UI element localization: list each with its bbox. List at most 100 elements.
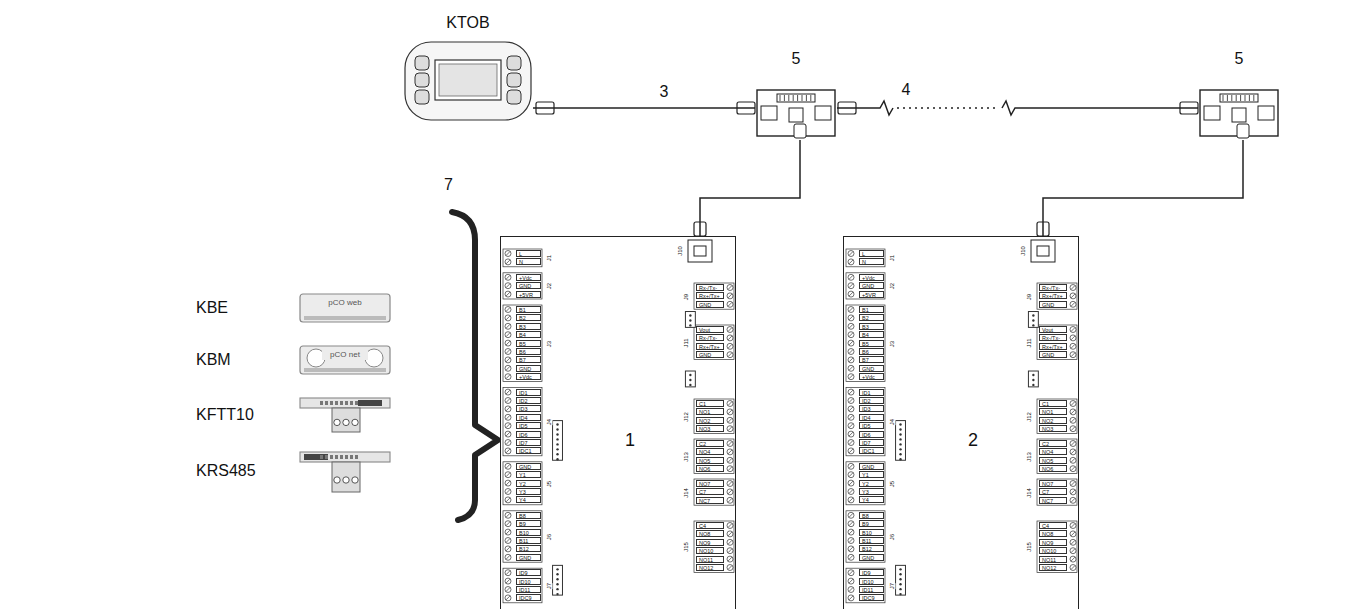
terminal-label: NO5 [1039, 457, 1067, 464]
terminal-label: IDC1 [859, 447, 884, 454]
terminal-label: NO3 [696, 425, 724, 432]
connector-name: J11 [1026, 338, 1033, 347]
connector-name: J10 [1020, 246, 1027, 256]
cable-plugs [536, 102, 1198, 236]
terminal-label: C1 [1039, 400, 1067, 407]
cable [837, 101, 1198, 115]
terminal-label: C1 [696, 400, 724, 407]
terminal-label: ID6 [859, 431, 884, 438]
terminal-label: L [516, 250, 541, 257]
connector-name: J5 [889, 481, 896, 487]
terminal-label: B4 [859, 331, 884, 338]
terminal-label: ID7 [859, 439, 884, 446]
terminal-label: GND [516, 282, 541, 289]
terminal-label: Rx+/Tx+ [1039, 292, 1067, 299]
terminal-label: Y4 [859, 496, 884, 503]
terminal-label: N [859, 258, 884, 265]
terminal-label: NO8 [1039, 530, 1067, 537]
terminal-label: GND [516, 463, 541, 470]
terminal-label: Rx-/Tx- [696, 284, 724, 291]
terminal-label: GND [696, 351, 724, 358]
connector-name: J9 [683, 293, 690, 299]
terminal-label: B11 [516, 537, 541, 544]
terminal-label: Rx+/Tx+ [696, 292, 724, 299]
terminal-label: NO7 [696, 480, 724, 487]
terminal-label: Y1 [516, 471, 541, 478]
terminal-label: B8 [516, 512, 541, 519]
connector-name: J2 [546, 283, 553, 289]
terminal-label: B5 [859, 340, 884, 347]
expansion-card: KBEpCO web [192, 288, 394, 328]
terminal-label: Vout [696, 326, 724, 333]
part-name: KTOB [403, 14, 533, 32]
terminal-label: NO8 [696, 530, 724, 537]
card-bracket [452, 212, 498, 520]
terminal-label: Rx+/Tx+ [696, 343, 724, 350]
connector-name: J6 [546, 534, 553, 540]
terminal-label: B7 [859, 356, 884, 363]
terminal-label: ID5 [859, 422, 884, 429]
connector-name: J9 [1026, 293, 1033, 299]
part-name: KBM [196, 351, 231, 369]
terminal-label: Y3 [859, 488, 884, 495]
terminal-label: B1 [859, 306, 884, 313]
terminal-label: GND [1039, 351, 1067, 358]
terminal-label: ID1 [859, 389, 884, 396]
connector-name: J14 [1026, 488, 1033, 498]
cable [700, 140, 800, 236]
terminal-label: NO4 [696, 448, 724, 455]
terminal-label: B10 [516, 529, 541, 536]
terminal-label: Rx-/Tx- [696, 334, 724, 341]
terminal-label: NO10 [696, 547, 724, 554]
terminal-label: NO3 [1039, 425, 1067, 432]
connector-name: J11 [683, 338, 690, 347]
part-name: KFTT10 [196, 406, 254, 424]
terminal-label: ID6 [516, 431, 541, 438]
terminal-label: GND [516, 554, 541, 561]
terminal-label: GND [859, 463, 884, 470]
terminal-label: C4 [696, 522, 724, 529]
connector-name: J2 [889, 283, 896, 289]
callout-number: 7 [444, 176, 453, 194]
terminal-label: NO11 [696, 556, 724, 563]
terminal-label: B10 [859, 529, 884, 536]
connector-name: J7 [889, 583, 896, 589]
terminal-label: ID10 [516, 578, 541, 585]
connector-name: J1 [889, 255, 896, 261]
terminal-label: NO9 [1039, 539, 1067, 546]
terminal-screws [503, 249, 1077, 603]
terminal-label: GND [516, 365, 541, 372]
terminal-label: Rx+/Tx+ [1039, 343, 1067, 350]
connector-name: J10 [677, 246, 684, 256]
terminal-label: NO7 [1039, 480, 1067, 487]
terminal-label: B3 [859, 323, 884, 330]
terminal-label: Y1 [859, 471, 884, 478]
terminal-label: Y2 [859, 480, 884, 487]
terminal-label: C2 [696, 440, 724, 447]
terminal-label: ID1 [516, 389, 541, 396]
terminal-label: B11 [859, 537, 884, 544]
terminal-label: +5VR [516, 291, 541, 298]
connector-name: J4 [889, 419, 896, 425]
terminal-label: L [859, 250, 884, 257]
terminal-label: ID11 [859, 586, 884, 593]
terminal-label: ID11 [516, 586, 541, 593]
connector-name: J3 [546, 341, 553, 347]
terminal-label: GND [859, 554, 884, 561]
connector-name: J4 [546, 419, 553, 425]
terminal-label: ID10 [859, 578, 884, 585]
terminal-label: ID2 [859, 397, 884, 404]
connector-name: J3 [889, 341, 896, 347]
terminal-label: NO11 [1039, 556, 1067, 563]
terminal-display: KTOB [403, 14, 533, 122]
terminal-label: C2 [1039, 440, 1067, 447]
connector-name: J15 [683, 542, 690, 552]
card-label: pCO web [322, 298, 368, 308]
terminal-label: Vout [1039, 326, 1067, 333]
terminal-label: B12 [859, 545, 884, 552]
connector-name: J6 [889, 534, 896, 540]
terminal-label: Rx-/Tx- [1039, 284, 1067, 291]
terminal-label: ID7 [516, 439, 541, 446]
terminal-label: ID4 [516, 414, 541, 421]
connector-name: J15 [1026, 542, 1033, 552]
